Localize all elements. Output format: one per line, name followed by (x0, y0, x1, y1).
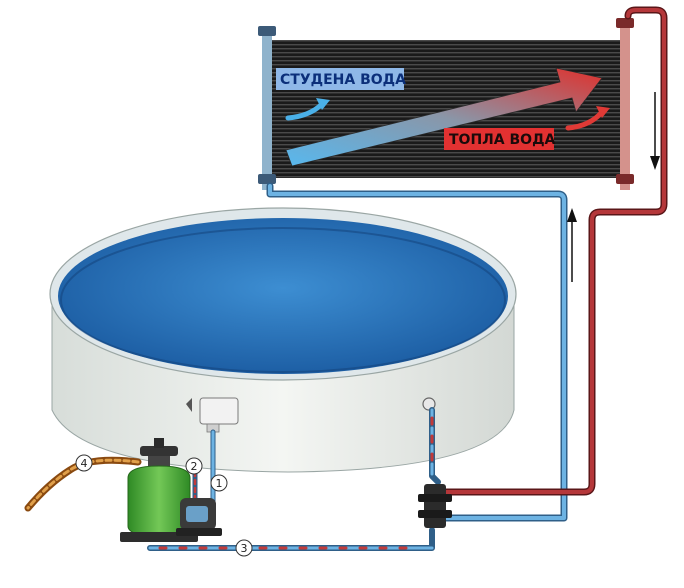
cold-curl-arrowhead (316, 98, 330, 110)
pool-water (58, 218, 508, 374)
valve-body (424, 484, 446, 528)
marker-2-label: 2 (191, 460, 198, 473)
right-header-cap-bottom (616, 174, 634, 184)
marker-1-label: 1 (216, 477, 223, 490)
pool-water-edge (60, 227, 506, 373)
hot-curl-arrowhead (596, 106, 610, 118)
marker-3-label: 3 (241, 542, 248, 555)
pump-base (176, 528, 222, 536)
marker-4: 4 (75, 454, 93, 472)
filter-valve-knob (154, 438, 164, 448)
skimmer-nozzle (186, 398, 192, 412)
flow-arrows (567, 92, 660, 282)
cold-curl-arrow (285, 101, 325, 121)
skimmer (199, 397, 239, 425)
hot-water-label-bg (444, 128, 554, 150)
pump-lid (186, 506, 208, 522)
marker-1: 1 (210, 474, 228, 492)
solar-panel: СТУДЕНА ВОДА ТОПЛА ВОДА (258, 18, 634, 190)
right-header-cap-top (616, 18, 634, 28)
left-header-cap-top (258, 26, 276, 36)
marker-2: 2 (185, 457, 203, 475)
filter-valve-cap (140, 446, 178, 456)
pipework (24, 6, 668, 551)
heating-flow-arrow (285, 67, 603, 167)
panel-left-header (262, 30, 272, 190)
panel-right-header (620, 22, 630, 190)
valve-handle-lower (418, 510, 452, 518)
cold-water-label-bg (276, 68, 404, 90)
marker-3: 3 (235, 539, 253, 557)
cold-water-label: СТУДЕНА ВОДА (280, 72, 406, 88)
hot-water-label: ТОПЛА ВОДА (449, 132, 556, 148)
valve-handle (418, 494, 452, 502)
down-flow-arrowhead (650, 156, 660, 170)
up-flow-arrowhead (567, 208, 577, 222)
three-way-valve (418, 484, 452, 528)
above-ground-pool (49, 207, 517, 473)
marker-4-label: 4 (81, 457, 88, 470)
pump (176, 498, 222, 536)
left-header-cap-bottom (258, 174, 276, 184)
hot-curl-arrow (565, 109, 605, 131)
